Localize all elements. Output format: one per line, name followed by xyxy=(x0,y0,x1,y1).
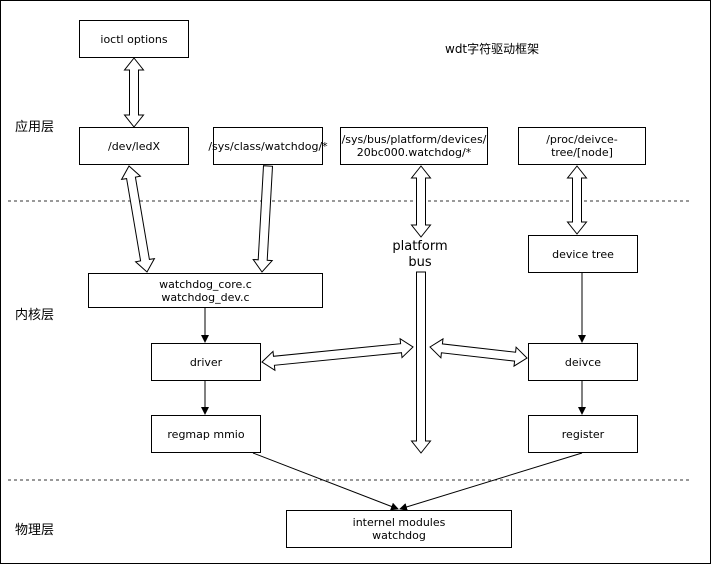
arrow-platform-deivce xyxy=(429,337,528,368)
arrow-ioctl-devled xyxy=(123,57,145,128)
platform-bus-label: platform bus xyxy=(392,239,448,270)
proc-device-tree-box: /proc/deivce-tree/[node] xyxy=(518,127,646,165)
watchdog-core-box: watchdog_core.c watchdog_dev.c xyxy=(88,273,323,308)
arrow-platform-bus-down xyxy=(410,271,432,454)
layer-label-physical: 物理层 xyxy=(15,523,55,538)
arrow-regmap-to-internel xyxy=(252,452,399,511)
dev-ledx-box: /dev/ledX xyxy=(79,127,189,165)
driver-box: driver xyxy=(151,343,261,381)
layer-label-app: 应用层 xyxy=(15,120,55,135)
internel-modules-box: internel modules watchdog xyxy=(286,510,512,548)
register-box: register xyxy=(528,415,638,453)
arrow-devled-core xyxy=(120,165,156,273)
regmap-mmio-box: regmap mmio xyxy=(151,415,261,453)
ioctl-options-box: ioctl options xyxy=(79,20,189,58)
arrow-register-to-internel xyxy=(399,452,583,511)
sys-class-watchdog-box: /sys/class/watchdog/* xyxy=(208,127,328,165)
sys-bus-platform-box: /sys/bus/platform/devices/ 20bc000.watch… xyxy=(340,127,488,165)
layer-label-kernel: 内核层 xyxy=(15,308,55,323)
arrow-sysbus-platform xyxy=(410,165,432,238)
arrow-sysclass-core xyxy=(252,165,274,273)
deivce-box: deivce xyxy=(528,343,638,381)
arrow-proc-devicetree xyxy=(566,165,588,235)
device-tree-box: device tree xyxy=(528,235,638,273)
diagram-title: wdt字符驱动框架 xyxy=(445,42,540,56)
arrow-driver-platform xyxy=(261,337,414,372)
